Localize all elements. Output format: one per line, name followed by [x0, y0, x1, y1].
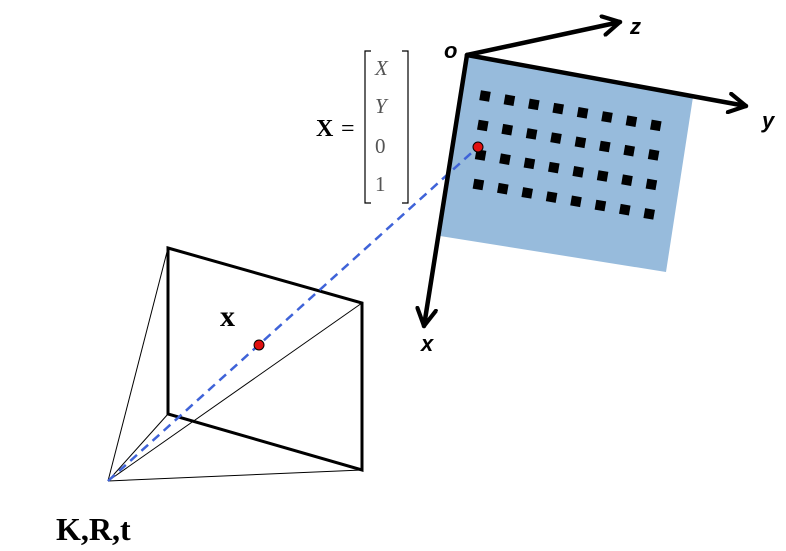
z-axis-label: z — [629, 14, 641, 39]
checkerboard-square — [621, 174, 633, 186]
x-axis-label: x — [420, 331, 434, 356]
checkerboard-square — [576, 107, 589, 119]
checkerboard-square — [472, 178, 485, 191]
label-comma: , — [81, 511, 89, 547]
checkerboard-square — [552, 102, 564, 115]
checkerboard-square — [619, 203, 631, 216]
z-axis — [464, 22, 623, 58]
checkerboard-square — [479, 90, 491, 102]
frustum-edge-top-right — [107, 302, 363, 482]
checkerboard-square — [599, 140, 611, 153]
label-comma: , — [112, 511, 120, 547]
image-point — [253, 339, 265, 351]
checkerboard-square — [570, 195, 582, 208]
checkerboard-squares — [472, 90, 662, 220]
world-point — [472, 141, 484, 153]
x-axis — [424, 52, 470, 329]
checkerboard-square — [596, 170, 609, 182]
camera-frustum — [107, 247, 363, 482]
world-axes — [424, 22, 749, 329]
checkerboard-square — [477, 119, 489, 132]
checkerboard-square — [572, 166, 584, 178]
checkerboard-square — [550, 132, 562, 144]
projection-ray — [107, 146, 479, 482]
checkerboard-square — [625, 115, 638, 127]
checkerboard-square — [601, 111, 613, 123]
rotation-label: R — [89, 511, 113, 547]
checkerboard-square — [521, 187, 533, 199]
checkerboard-square — [574, 136, 587, 149]
intrinsics-label: K — [56, 511, 81, 547]
vector-entry-y: Y — [375, 94, 389, 118]
world-point-symbol: X — [316, 116, 334, 142]
y-axis — [464, 52, 749, 106]
camera-parameters-label: K,R,t — [56, 511, 131, 547]
checkerboard-square — [523, 157, 536, 170]
checkerboard-square — [594, 199, 607, 212]
checkerboard-square — [525, 128, 538, 140]
checkerboard-square — [497, 182, 509, 195]
checkerboard-square — [623, 144, 635, 157]
vector-entry-one: 1 — [375, 172, 386, 196]
checkerboard-square — [528, 98, 540, 111]
vector-entry-x: X — [374, 56, 389, 80]
checkerboard-square — [650, 119, 662, 132]
translation-label: t — [120, 511, 131, 547]
vector-entry-zero: 0 — [375, 134, 386, 158]
world-point-equation: X = X Y 0 1 — [316, 50, 409, 204]
checkerboard-square — [643, 208, 655, 220]
equals-sign: = — [341, 116, 355, 142]
checkerboard-square — [645, 178, 658, 191]
y-axis-label: y — [761, 108, 776, 133]
checkerboard-square — [501, 123, 513, 136]
right-bracket — [402, 50, 409, 204]
checkerboard-square — [503, 94, 516, 106]
checkerboard-square — [499, 153, 511, 165]
checkerboard-square — [545, 191, 558, 203]
calibration-board — [440, 55, 693, 272]
checkerboard-square — [548, 161, 560, 174]
left-bracket — [364, 50, 371, 204]
origin-label: o — [444, 38, 457, 63]
frustum-edge-bottom-right — [107, 469, 363, 482]
image-plane — [166, 246, 364, 472]
frustum-edge-top-left — [107, 247, 169, 482]
checkerboard-square — [647, 149, 660, 161]
image-point-label: x — [220, 300, 235, 333]
frustum-edge-bottom-left — [107, 413, 169, 482]
